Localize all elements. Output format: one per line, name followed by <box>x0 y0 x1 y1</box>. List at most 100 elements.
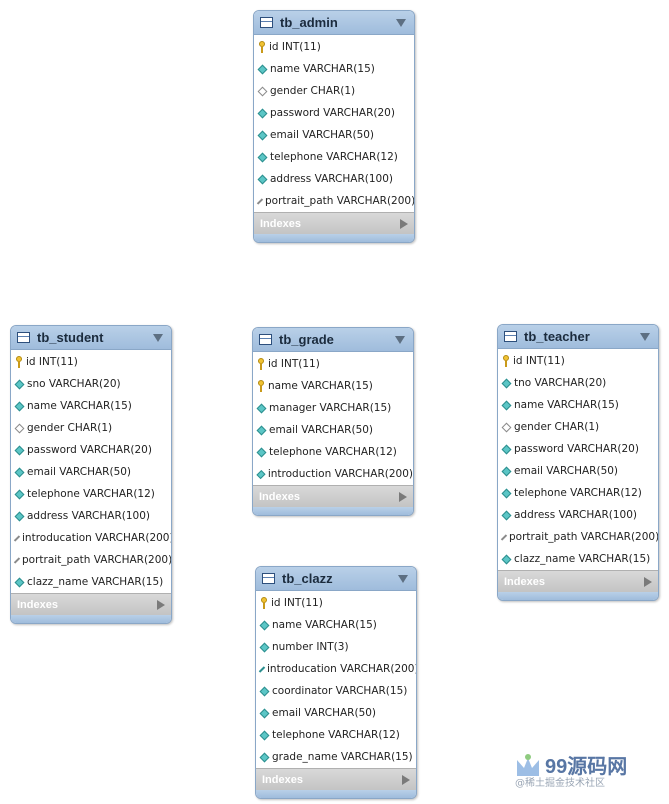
column-list: id INT(11) name VARCHAR(15) number INT(3… <box>256 591 416 768</box>
not-null-diamond-icon <box>501 466 512 476</box>
column-label: tno VARCHAR(20) <box>514 377 607 389</box>
column-row[interactable]: telephone VARCHAR(12) <box>254 146 414 168</box>
table-tb-grade[interactable]: tb_grade id INT(11) name VARCHAR(15) man… <box>252 327 414 516</box>
primary-key-icon <box>259 41 265 53</box>
indexes-label: Indexes <box>17 598 58 611</box>
not-null-diamond-icon <box>256 469 266 479</box>
column-row[interactable]: address VARCHAR(100) <box>11 505 171 527</box>
expand-arrow-icon[interactable] <box>157 599 165 610</box>
column-row[interactable]: portrait_path VARCHAR(200) <box>11 549 171 571</box>
column-label: name VARCHAR(15) <box>27 400 132 412</box>
table-tb-student[interactable]: tb_student id INT(11) sno VARCHAR(20) na… <box>10 325 172 624</box>
indexes-section[interactable]: Indexes <box>254 212 414 234</box>
column-row[interactable]: name VARCHAR(15) <box>256 614 416 636</box>
not-null-diamond-icon <box>259 620 270 630</box>
not-null-diamond-icon <box>259 730 270 740</box>
column-row[interactable]: portrait_path VARCHAR(200) <box>498 526 658 548</box>
indexes-section[interactable]: Indexes <box>11 593 171 615</box>
table-title: tb_student <box>37 330 104 345</box>
table-tb-teacher[interactable]: tb_teacher id INT(11) tno VARCHAR(20) na… <box>497 324 659 601</box>
column-row[interactable]: password VARCHAR(20) <box>498 438 658 460</box>
column-row[interactable]: id INT(11) <box>253 353 413 375</box>
column-row[interactable]: tno VARCHAR(20) <box>498 372 658 394</box>
column-row[interactable]: id INT(11) <box>256 592 416 614</box>
column-label: clazz_name VARCHAR(15) <box>514 553 651 565</box>
column-list: id INT(11) name VARCHAR(15) manager VARC… <box>253 352 413 485</box>
indexes-section[interactable]: Indexes <box>253 485 413 507</box>
collapse-arrow-icon[interactable] <box>395 335 405 344</box>
column-row[interactable]: id INT(11) <box>254 36 414 58</box>
table-header[interactable]: tb_admin <box>254 11 414 35</box>
indexes-label: Indexes <box>260 217 301 230</box>
column-row[interactable]: id INT(11) <box>11 351 171 373</box>
column-row[interactable]: id INT(11) <box>498 350 658 372</box>
column-row[interactable]: clazz_name VARCHAR(15) <box>498 548 658 570</box>
not-null-diamond-icon <box>501 510 512 520</box>
column-row[interactable]: address VARCHAR(100) <box>498 504 658 526</box>
column-row[interactable]: email VARCHAR(50) <box>256 702 416 724</box>
indexes-section[interactable]: Indexes <box>498 570 658 592</box>
column-row[interactable]: name VARCHAR(15) <box>254 58 414 80</box>
column-row[interactable]: gender CHAR(1) <box>254 80 414 102</box>
column-row[interactable]: sno VARCHAR(20) <box>11 373 171 395</box>
column-row[interactable]: email VARCHAR(50) <box>11 461 171 483</box>
table-header[interactable]: tb_teacher <box>498 325 658 349</box>
column-row[interactable]: password VARCHAR(20) <box>11 439 171 461</box>
column-row[interactable]: coordinator VARCHAR(15) <box>256 680 416 702</box>
column-row[interactable]: gender CHAR(1) <box>11 417 171 439</box>
column-row[interactable]: telephone VARCHAR(12) <box>253 441 413 463</box>
column-row[interactable]: manager VARCHAR(15) <box>253 397 413 419</box>
column-row[interactable]: grade_name VARCHAR(15) <box>256 746 416 768</box>
column-row[interactable]: telephone VARCHAR(12) <box>498 482 658 504</box>
table-footer <box>254 234 414 242</box>
column-row[interactable]: email VARCHAR(50) <box>254 124 414 146</box>
table-header[interactable]: tb_grade <box>253 328 413 352</box>
column-row[interactable]: name VARCHAR(15) <box>11 395 171 417</box>
column-row[interactable]: introducation VARCHAR(200) <box>256 658 416 680</box>
not-null-diamond-icon <box>14 401 25 411</box>
not-null-diamond-icon <box>257 130 268 140</box>
column-label: id INT(11) <box>26 356 78 368</box>
column-row[interactable]: email VARCHAR(50) <box>253 419 413 441</box>
column-row[interactable]: address VARCHAR(100) <box>254 168 414 190</box>
column-row[interactable]: name VARCHAR(15) <box>253 375 413 397</box>
column-label: id INT(11) <box>271 597 323 609</box>
column-row[interactable]: telephone VARCHAR(12) <box>256 724 416 746</box>
collapse-arrow-icon[interactable] <box>153 333 163 342</box>
column-row[interactable]: telephone VARCHAR(12) <box>11 483 171 505</box>
primary-key-icon <box>16 356 22 368</box>
column-row[interactable]: introducation VARCHAR(200) <box>11 527 171 549</box>
collapse-arrow-icon[interactable] <box>398 574 408 583</box>
table-tb-admin[interactable]: tb_admin id INT(11) name VARCHAR(15) gen… <box>253 10 415 243</box>
column-row[interactable]: clazz_name VARCHAR(15) <box>11 571 171 593</box>
table-header[interactable]: tb_student <box>11 326 171 350</box>
not-null-diamond-icon <box>501 378 512 388</box>
brand-logo-icon <box>517 754 539 776</box>
not-null-diamond-icon <box>259 708 270 718</box>
column-label: sno VARCHAR(20) <box>27 378 121 390</box>
not-null-diamond-icon <box>14 379 25 389</box>
column-label: email VARCHAR(50) <box>272 707 377 719</box>
column-row[interactable]: gender CHAR(1) <box>498 416 658 438</box>
watermark: 99源码网 @稀土掘金技术社区 <box>515 750 655 789</box>
column-row[interactable]: password VARCHAR(20) <box>254 102 414 124</box>
indexes-section[interactable]: Indexes <box>256 768 416 790</box>
table-tb-clazz[interactable]: tb_clazz id INT(11) name VARCHAR(15) num… <box>255 566 417 799</box>
table-header[interactable]: tb_clazz <box>256 567 416 591</box>
column-row[interactable]: email VARCHAR(50) <box>498 460 658 482</box>
column-row[interactable]: portrait_path VARCHAR(200) <box>254 190 414 212</box>
not-null-diamond-icon <box>259 642 270 652</box>
column-row[interactable]: name VARCHAR(15) <box>498 394 658 416</box>
expand-arrow-icon[interactable] <box>399 491 407 502</box>
expand-arrow-icon[interactable] <box>400 218 408 229</box>
collapse-arrow-icon[interactable] <box>640 332 650 341</box>
column-row[interactable]: introduction VARCHAR(200) <box>253 463 413 485</box>
expand-arrow-icon[interactable] <box>644 576 652 587</box>
collapse-arrow-icon[interactable] <box>396 18 406 27</box>
column-row[interactable]: number INT(3) <box>256 636 416 658</box>
not-null-diamond-icon <box>257 152 268 162</box>
primary-key-icon <box>258 380 264 392</box>
table-title: tb_teacher <box>524 329 590 344</box>
column-label: address VARCHAR(100) <box>514 509 637 521</box>
expand-arrow-icon[interactable] <box>402 774 410 785</box>
